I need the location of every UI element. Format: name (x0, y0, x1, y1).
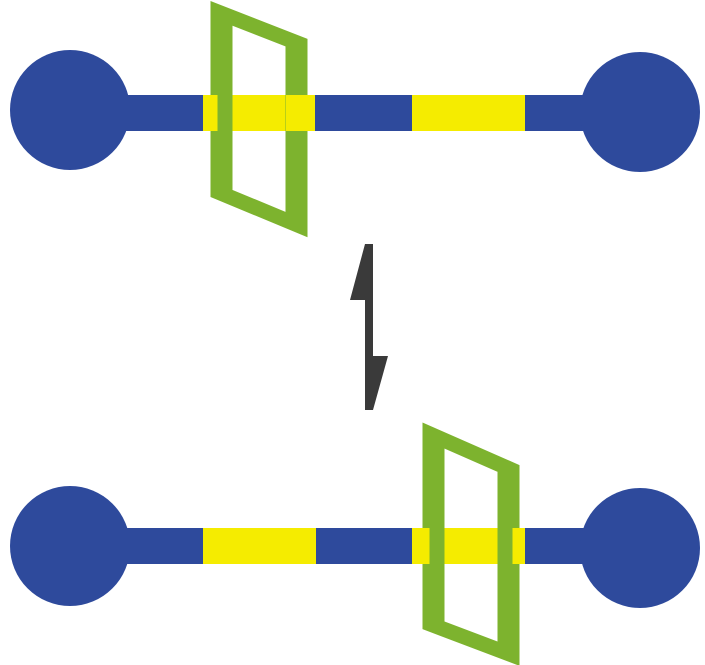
right-stopper (580, 52, 700, 172)
equilibrium-arrows-icon (350, 244, 388, 410)
reverse-arrow (366, 244, 388, 410)
left-stopper (10, 50, 130, 170)
axle (120, 528, 600, 564)
left-stopper (10, 486, 130, 606)
axle-over-ring (286, 95, 301, 131)
station-2 (412, 95, 525, 131)
axle-over-ring (483, 528, 497, 564)
axle (120, 95, 600, 131)
station-1 (203, 528, 316, 564)
rotaxane-bottom (10, 422, 700, 665)
right-stopper (580, 488, 700, 608)
rotaxane-top (10, 1, 700, 238)
